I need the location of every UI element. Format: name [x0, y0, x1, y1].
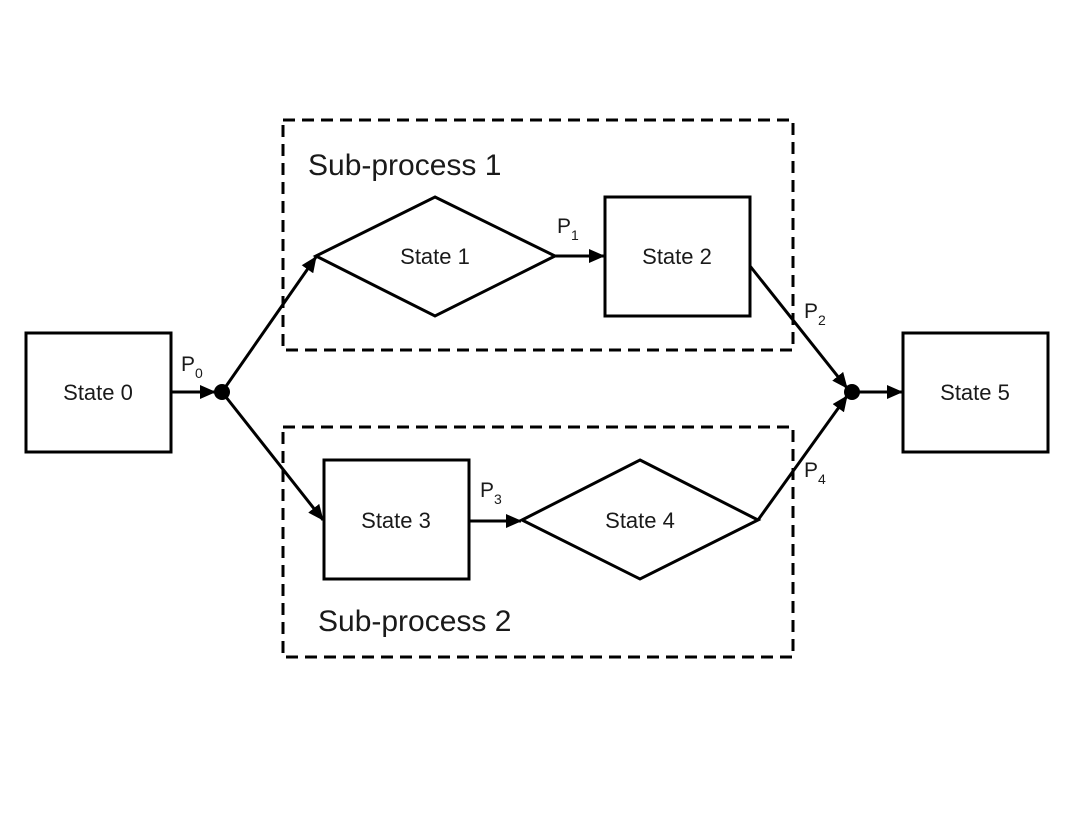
subprocess-1-box: [281, 118, 795, 352]
edge-p2: [748, 265, 849, 389]
subprocess-1-label: Sub-process 1: [308, 149, 501, 182]
state-1-label: State 1: [400, 244, 470, 269]
split-junction-dot: [214, 384, 230, 400]
edge-split-to-state3: [220, 391, 325, 521]
state-5-box: [901, 331, 1050, 454]
edge-label-p3: P3: [480, 479, 502, 507]
state-4-label: State 4: [605, 508, 675, 533]
edge-p4: [756, 395, 849, 521]
join-junction-dot: [844, 384, 860, 400]
state-4-diamond: [518, 458, 762, 581]
edge-label-p4: P4: [804, 459, 826, 487]
subprocess-2-box: [281, 425, 795, 659]
state-2-label: State 2: [642, 244, 712, 269]
state-3-label: State 3: [361, 508, 431, 533]
state-1-diamond: [312, 195, 559, 318]
state-0-label: State 0: [63, 380, 133, 405]
edge-split-to-state1: [220, 256, 318, 393]
state-0-box: [24, 331, 173, 454]
state-3-box: [322, 458, 471, 581]
state-2-box: [603, 195, 752, 318]
edge-label-p1: P1: [557, 215, 579, 243]
state-5-label: State 5: [940, 380, 1010, 405]
edge-label-p0: P0: [181, 353, 203, 381]
subprocess-2-label: Sub-process 2: [318, 605, 511, 638]
edge-label-p2: P2: [804, 300, 826, 328]
